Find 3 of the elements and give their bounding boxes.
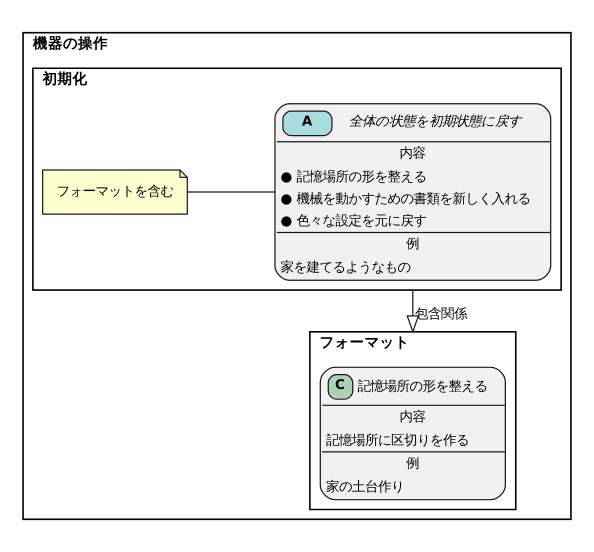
- edge-label: 包含関係: [415, 306, 468, 322]
- arrow: [406, 290, 420, 334]
- connector: [188, 191, 275, 193]
